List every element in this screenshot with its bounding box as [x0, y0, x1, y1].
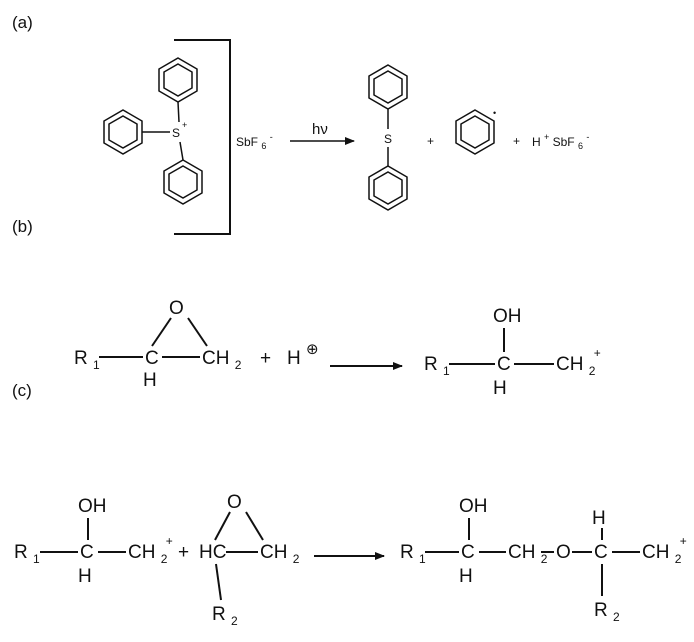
hv-label: hν — [312, 121, 328, 138]
sulfonium-s-atom: S — [172, 126, 180, 140]
c-ch2-text: CH — [128, 542, 155, 563]
c-plus: + — [178, 542, 189, 563]
c-prod-c: C — [461, 542, 475, 563]
c-epox-ch2-sub: 2 — [293, 552, 300, 566]
b-ch2-text: CH — [202, 348, 229, 369]
b-prod-r1-sub: 1 — [443, 364, 450, 378]
product-phenyl-bottom — [368, 165, 408, 211]
b-proton-text: H — [287, 348, 301, 369]
c-prod-ch2a: CH 2 — [508, 542, 548, 566]
c-epox-ch2: CH 2 — [260, 542, 300, 566]
acid-minus: - — [586, 132, 589, 142]
b-r1: R 1 — [74, 348, 100, 372]
b-proton: H ⊕ — [287, 341, 319, 369]
c-prod-ch2b-sub: 2 — [675, 552, 682, 566]
panel-label-b: (b) — [12, 217, 33, 236]
c-r1: R 1 — [14, 542, 40, 566]
b-prod-ch2: CH 2 + — [556, 346, 601, 380]
salt-bracket — [174, 39, 231, 235]
b-prod-r1-text: R — [424, 354, 438, 375]
c-epox-ch2-text: CH — [260, 542, 287, 563]
phenyl-radical — [455, 109, 495, 155]
c-oh: OH — [78, 496, 107, 517]
b-r1-sub: 1 — [93, 358, 100, 372]
b-prod-h: H — [493, 378, 507, 399]
c-prod-ch2b: CH 2 + — [642, 534, 687, 568]
acid-sub: 6 — [578, 141, 583, 151]
c-prod-oh: OH — [459, 496, 488, 517]
b-bond-c-o — [151, 317, 172, 347]
c-r2-sub: 2 — [231, 614, 238, 628]
sulfonium-charge: + — [182, 120, 187, 130]
c-prod-charge: + — [680, 534, 687, 548]
c-r2: R 2 — [212, 604, 238, 628]
panel-label-a: (a) — [12, 13, 33, 32]
c-epox-o: O — [227, 492, 242, 513]
b-prod-ch2-text: CH — [556, 354, 583, 375]
c-c-atom: C — [80, 542, 94, 563]
acid-sbf: SbF — [553, 135, 575, 149]
acid-h: H — [532, 135, 541, 149]
c-prod-r2-sub: 2 — [613, 610, 620, 624]
c-ch2-sub: 2 — [161, 552, 168, 566]
c-prod-r2: R 2 — [594, 600, 620, 624]
c-bond-c-r2 — [215, 563, 222, 601]
b-ch2-sub: 2 — [235, 358, 242, 372]
c-r1-sub: 1 — [33, 552, 40, 566]
counter-ion: SbF 6 - — [236, 132, 273, 152]
b-prod-c: C — [497, 354, 511, 375]
counter-ion-charge: - — [270, 132, 273, 142]
b-epoxide-o: O — [169, 298, 184, 319]
sulfonium-phenyl-top — [158, 57, 198, 103]
c-r1-text: R — [14, 542, 28, 563]
bond-s-top — [177, 101, 180, 123]
c-prod-ch2a-text: CH — [508, 542, 535, 563]
product-phenyl-top — [368, 64, 408, 110]
b-c-atom: C — [145, 348, 159, 369]
b-prod-ch2-sub: 2 — [589, 364, 596, 378]
b-prod-oh: OH — [493, 306, 522, 327]
product-s-atom: S — [384, 132, 392, 146]
b-prod-r1: R 1 — [424, 354, 450, 378]
counter-ion-text: SbF — [236, 135, 258, 149]
c-r2-text: R — [212, 604, 226, 625]
c-prod-r1: R 1 — [400, 542, 426, 566]
panel-label-c: (c) — [12, 381, 32, 400]
sulfonium-phenyl-bottom — [163, 159, 203, 205]
plus-sign-a2: + — [513, 134, 520, 148]
c-c-h: H — [78, 566, 92, 587]
radical-dot: • — [493, 108, 496, 118]
b-proton-charge: ⊕ — [306, 341, 319, 358]
c-prod-r2-text: R — [594, 600, 608, 621]
b-prod-charge: + — [594, 346, 601, 360]
acid-h-charge: + — [544, 132, 549, 142]
c-bond-o-ch2 — [245, 511, 264, 541]
c-prod-ch2b-text: CH — [642, 542, 669, 563]
c-hc: HC — [199, 542, 226, 563]
c-prod-ether-o: O — [556, 542, 571, 563]
b-bond-o-ch2 — [187, 317, 208, 347]
plus-sign-a1: + — [427, 134, 434, 148]
b-r1-text: R — [74, 348, 88, 369]
sulfonium-phenyl-left — [103, 109, 143, 155]
b-c-h: H — [143, 370, 157, 391]
b-plus: + — [260, 348, 271, 369]
c-prod-h: H — [459, 566, 473, 587]
c-ch2: CH 2 + — [128, 534, 173, 568]
counter-ion-sub: 6 — [261, 141, 266, 151]
acid-product: H + SbF 6 - — [532, 129, 589, 152]
c-ch2-charge: + — [166, 534, 173, 548]
c-prod-ch2a-sub: 2 — [541, 552, 548, 566]
c-prod-r1-sub: 1 — [419, 552, 426, 566]
c-bond-c-o — [214, 511, 231, 541]
b-ch2: CH 2 — [202, 348, 242, 372]
c-prod-c2-h: H — [592, 508, 606, 529]
bond-s-bottom — [179, 141, 184, 161]
c-prod-c2: C — [594, 542, 608, 563]
c-prod-r1-text: R — [400, 542, 414, 563]
